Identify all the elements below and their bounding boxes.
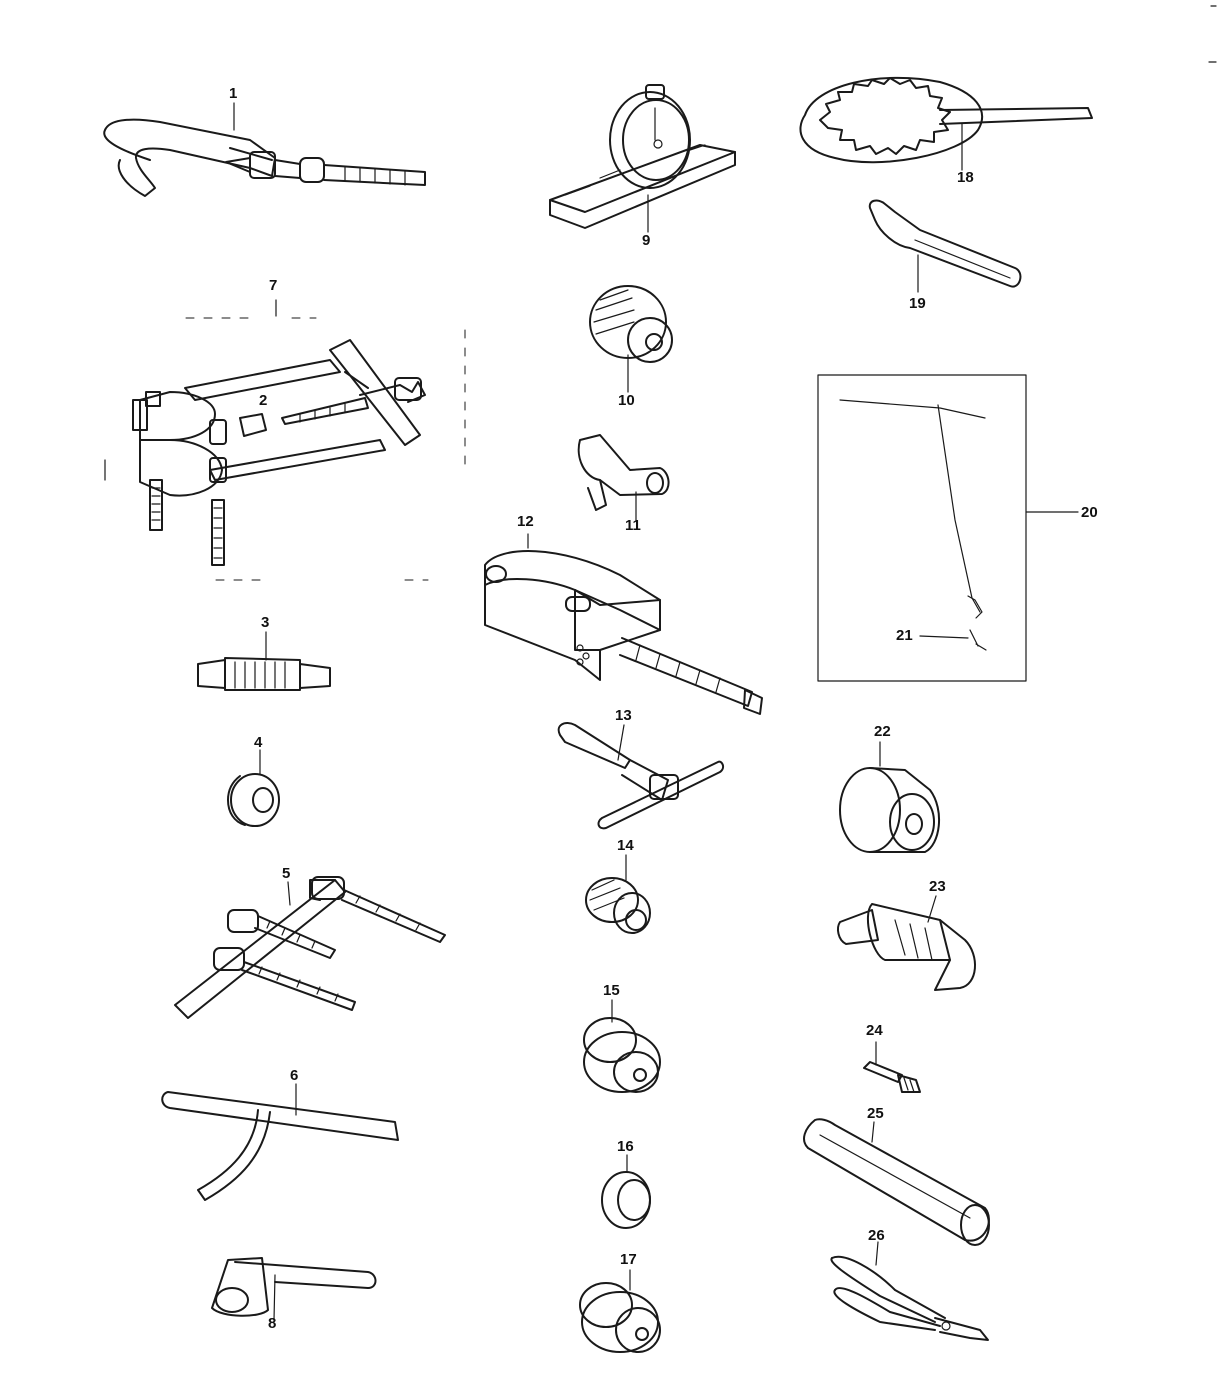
part-label-9: 9: [642, 232, 651, 249]
tool-7-bearing-puller: [104, 299, 466, 581]
tool-12-strap-puller: [484, 533, 763, 715]
tool-18-clutch-holder: [799, 76, 1093, 171]
part-label-3: 3: [261, 614, 270, 631]
part-label-24: 24: [866, 1022, 883, 1039]
part-label-7: 7: [269, 277, 278, 294]
tool-9-dial-gauge: [549, 84, 736, 233]
part-label-1: 1: [229, 85, 238, 102]
part-label-18: 18: [957, 169, 974, 186]
part-label-21: 21: [896, 627, 913, 644]
tool-14-collar: [585, 854, 651, 934]
part-label-13: 13: [615, 707, 632, 724]
tool-13-t-socket: [557, 722, 725, 830]
part-label-26: 26: [868, 1227, 885, 1244]
part-label-19: 19: [909, 295, 926, 312]
tool-26-pliers: [830, 1241, 989, 1341]
part-label-10: 10: [618, 392, 635, 409]
tool-23-driver: [837, 895, 977, 991]
part-label-23: 23: [929, 878, 946, 895]
tool-15-driver: [583, 999, 661, 1093]
tool-11-adapter: [577, 434, 670, 521]
tool-6-t-wrench: [161, 1083, 399, 1201]
part-label-8: 8: [268, 1315, 277, 1332]
tool-20-gauge-set: [817, 374, 1079, 682]
tool-16-sleeve: [601, 1154, 651, 1229]
tool-24-bit: [863, 1041, 921, 1093]
tool-22-collar: [839, 741, 941, 853]
tool-3-driver: [197, 631, 331, 691]
part-label-25: 25: [867, 1105, 884, 1122]
tool-17-driver: [579, 1269, 661, 1353]
tool-8-box-wrench: [211, 1257, 377, 1321]
part-label-15: 15: [603, 982, 620, 999]
tool-4-collar: [227, 749, 280, 827]
tool-5-holder: [174, 876, 446, 1019]
part-label-20: 20: [1081, 504, 1098, 521]
part-label-6: 6: [290, 1067, 299, 1084]
part-label-16: 16: [617, 1138, 634, 1155]
part-label-12: 12: [517, 513, 534, 530]
part-label-11: 11: [625, 517, 641, 534]
part-label-14: 14: [617, 837, 634, 854]
part-label-4: 4: [254, 734, 263, 751]
part-label-17: 17: [620, 1251, 637, 1268]
part-label-5: 5: [282, 865, 291, 882]
part-label-2: 2: [259, 392, 268, 409]
tool-1-hook-puller: [103, 102, 426, 197]
tool-10-knurled-nut: [589, 285, 673, 393]
part-label-22: 22: [874, 723, 891, 740]
tool-19-pin-spanner: [868, 199, 1022, 293]
tool-25-tube: [803, 1118, 990, 1246]
